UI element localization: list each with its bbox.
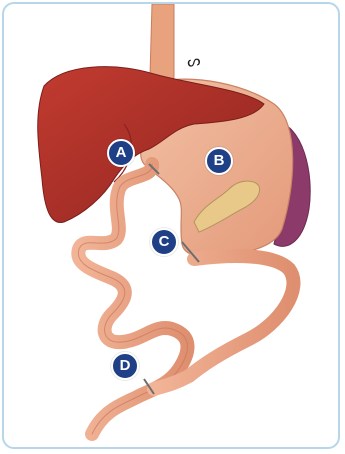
marker-c: C	[150, 228, 178, 256]
marker-b: B	[205, 147, 233, 175]
illustration-frame: ᔕ A B C D	[2, 2, 340, 449]
marker-a: A	[107, 139, 135, 167]
small-intestine	[78, 164, 187, 434]
annotation-text: ᔕ	[186, 51, 202, 71]
anatomy-illustration	[4, 4, 340, 449]
marker-d: D	[111, 352, 139, 380]
